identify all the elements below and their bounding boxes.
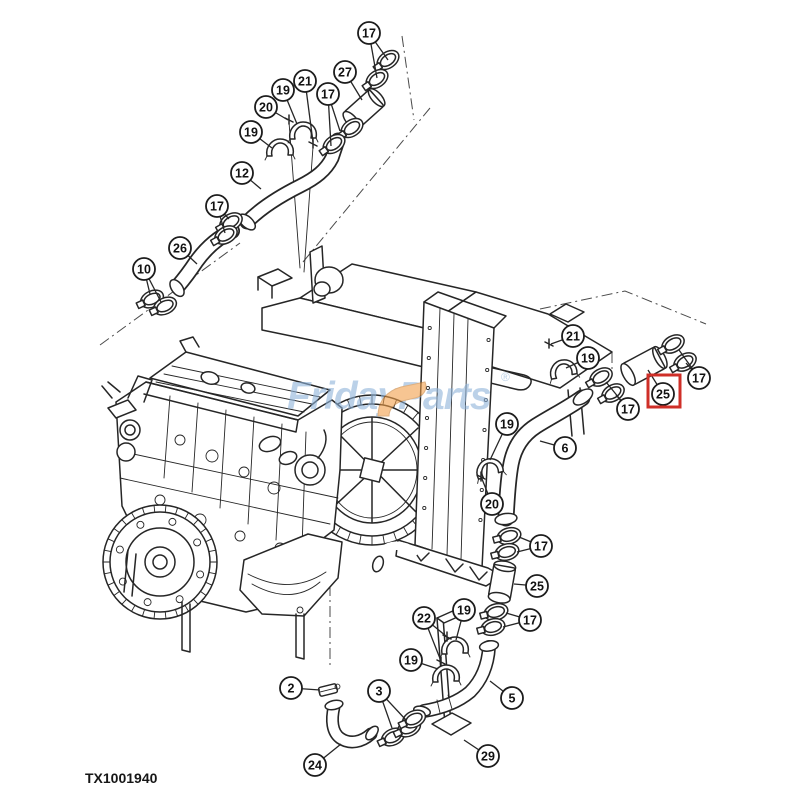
callout-22: 22 <box>412 606 436 630</box>
callout-19: 19 <box>399 648 423 672</box>
svg-text:26: 26 <box>173 241 187 255</box>
clamp-icon <box>318 133 346 157</box>
callout-17: 17 <box>687 366 711 390</box>
radiator-core <box>371 291 507 587</box>
strap-clip-icon <box>549 359 581 384</box>
engine-illustration <box>101 336 343 660</box>
pin-icon <box>436 656 446 667</box>
clamp-icon <box>492 526 522 546</box>
watermark-swoosh <box>377 381 427 417</box>
svg-text:29: 29 <box>481 749 495 763</box>
hose-6 <box>494 388 594 527</box>
registered-mark: ® <box>501 370 510 384</box>
clamp-icon <box>479 602 509 622</box>
pipe-25-upper <box>620 345 668 387</box>
callout-19: 19 <box>271 78 295 102</box>
strap-clips <box>264 114 581 687</box>
pin-icon <box>544 338 554 349</box>
highlight-box-layer <box>646 373 682 409</box>
clamp-icon <box>584 367 613 389</box>
strap-clip-icon <box>476 458 507 484</box>
fitting-2 <box>317 683 341 697</box>
strap-clip-icon <box>287 121 319 144</box>
svg-text:24: 24 <box>308 758 322 772</box>
callout-29: 29 <box>476 744 500 768</box>
svg-text:2: 2 <box>288 681 295 695</box>
watermark: FridayParts ® <box>287 370 510 418</box>
highlight-box <box>646 373 682 409</box>
callout-25: 25 <box>651 382 675 406</box>
callout-27: 27 <box>333 60 357 84</box>
callout-19: 19 <box>452 598 476 622</box>
svg-text:22: 22 <box>417 611 431 625</box>
svg-text:17: 17 <box>362 26 376 40</box>
callout-17: 17 <box>205 194 229 218</box>
svg-text:19: 19 <box>457 603 471 617</box>
svg-text:19: 19 <box>404 653 418 667</box>
callout-17: 17 <box>529 534 553 558</box>
callout-19: 19 <box>576 346 600 370</box>
svg-text:27: 27 <box>338 65 352 79</box>
svg-text:25: 25 <box>656 387 670 401</box>
clamp-icon <box>656 334 685 356</box>
callout-21: 21 <box>561 324 585 348</box>
callout-3: 3 <box>367 679 391 703</box>
callout-10: 10 <box>132 257 156 281</box>
callout-17: 17 <box>518 608 542 632</box>
svg-text:17: 17 <box>523 613 537 627</box>
svg-text:5: 5 <box>509 691 516 705</box>
callout-20: 20 <box>480 492 504 516</box>
callout-12: 12 <box>230 161 254 185</box>
pin-icon <box>476 471 486 482</box>
callout-17: 17 <box>316 82 340 106</box>
callout-20: 20 <box>254 95 278 119</box>
pipe-25-lower <box>487 560 517 604</box>
svg-text:19: 19 <box>276 83 290 97</box>
svg-text:3: 3 <box>376 684 383 698</box>
svg-text:17: 17 <box>321 87 335 101</box>
callout-24: 24 <box>303 753 327 777</box>
hose-5 <box>412 640 500 718</box>
svg-text:19: 19 <box>244 125 258 139</box>
clamp-icon <box>490 542 520 562</box>
callout-2: 2 <box>279 676 303 700</box>
svg-text:12: 12 <box>235 166 249 180</box>
hose-24 <box>324 699 379 749</box>
callout-17: 17 <box>616 397 640 421</box>
callout-6: 6 <box>553 436 577 460</box>
pin-icon <box>442 631 452 642</box>
svg-text:10: 10 <box>137 262 151 276</box>
clamp-icon <box>148 296 178 317</box>
clamp-icon <box>209 225 238 247</box>
svg-text:6: 6 <box>562 441 569 455</box>
svg-text:20: 20 <box>259 100 273 114</box>
svg-text:17: 17 <box>210 199 224 213</box>
svg-text:20: 20 <box>485 497 499 511</box>
callout-21: 21 <box>293 69 317 93</box>
clamp-icon <box>397 709 427 730</box>
svg-text:25: 25 <box>530 579 544 593</box>
callout-17: 17 <box>357 21 381 45</box>
svg-text:19: 19 <box>581 351 595 365</box>
callout-26: 26 <box>168 236 192 260</box>
svg-text:21: 21 <box>566 329 580 343</box>
clamp-icon <box>361 68 389 92</box>
hose-clamps <box>135 49 697 748</box>
callout-5: 5 <box>500 686 524 710</box>
callout-19: 19 <box>239 120 263 144</box>
svg-text:17: 17 <box>692 371 706 385</box>
clamp-icon <box>476 617 506 637</box>
svg-text:19: 19 <box>500 417 514 431</box>
figure-code: TX1001940 <box>85 770 158 786</box>
phantom-lines <box>99 35 707 668</box>
svg-text:17: 17 <box>621 402 635 416</box>
callout-19: 19 <box>495 412 519 436</box>
strap-clip-icon <box>264 138 296 161</box>
svg-text:21: 21 <box>298 74 312 88</box>
svg-text:17: 17 <box>534 539 548 553</box>
callout-25: 25 <box>525 574 549 598</box>
